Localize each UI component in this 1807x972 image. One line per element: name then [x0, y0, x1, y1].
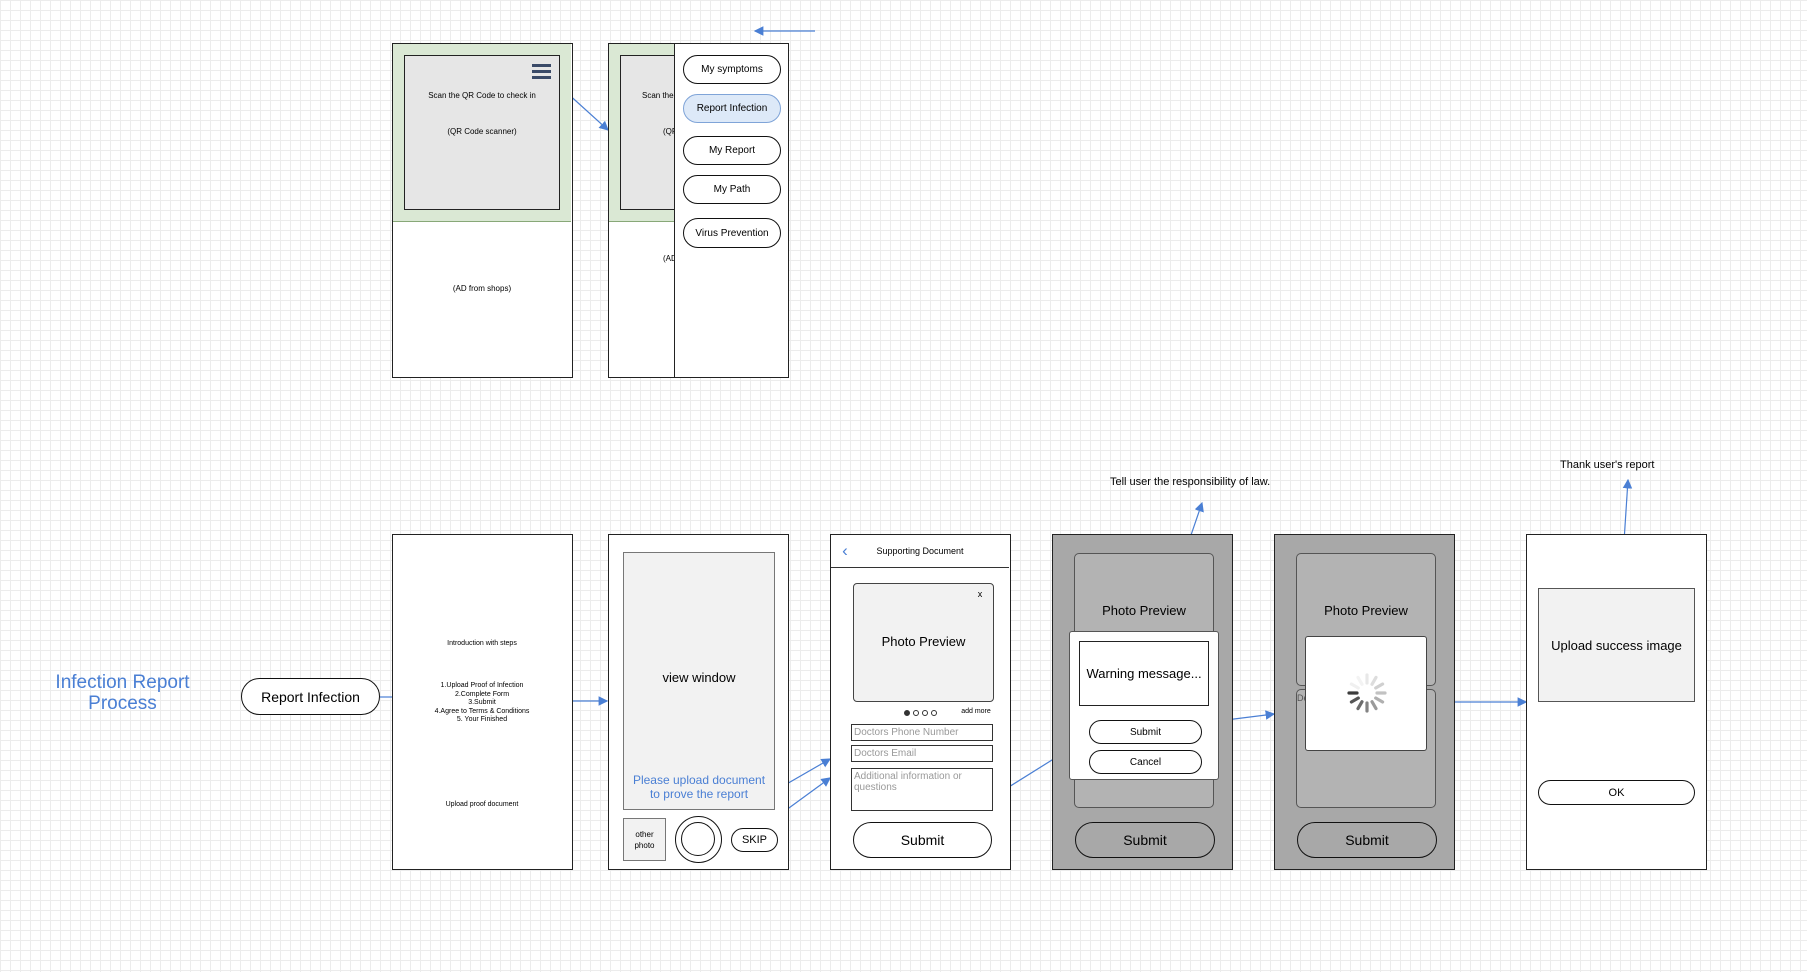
view-window-label: view window: [662, 670, 736, 685]
upload-success-label: Upload success image: [1551, 638, 1682, 653]
loading-screen: Photo Preview De: [1274, 534, 1455, 870]
loading-spinner-icon: [1347, 673, 1387, 713]
bottom-submit-button: Submit: [1297, 822, 1437, 858]
menu-item-virus-prevention[interactable]: Virus Prevention: [683, 218, 781, 248]
qr-scanner-box[interactable]: [404, 55, 560, 210]
ok-button[interactable]: OK: [1538, 780, 1695, 805]
nav-bar: [831, 535, 1009, 568]
loading-dialog: [1305, 636, 1427, 751]
other-photo-label: other photo: [634, 830, 655, 850]
intro-steps: 1.Upload Proof of Infection 2.Complete F…: [434, 682, 530, 723]
menu-item-my-report[interactable]: My Report: [683, 136, 781, 165]
page-title: Supporting Document: [876, 546, 964, 556]
document-screen: ‹ Supporting Document x Photo Preview ad…: [830, 534, 1011, 870]
camera-screen: view window Please upload document to pr…: [608, 534, 789, 870]
back-arrow-icon[interactable]: ‹: [842, 541, 848, 560]
photo-preview-label: Photo Preview: [881, 634, 966, 649]
warning-cancel-button[interactable]: Cancel: [1089, 750, 1202, 774]
scanner-label-partial: (QR: [663, 127, 678, 136]
ad-label-partial: (AD: [663, 254, 677, 263]
scan-instruction-partial: Scan the: [642, 91, 674, 100]
skip-button[interactable]: SKIP: [731, 828, 778, 852]
process-title: Infection Report Process: [55, 672, 190, 714]
menu-item-report-infection[interactable]: Report Infection: [683, 94, 781, 123]
intro-heading: Introduction with steps: [447, 640, 517, 647]
scanner-label: (QR Code scanner): [447, 127, 517, 136]
hamburger-menu-icon[interactable]: [532, 64, 551, 80]
menu-item-my-symptoms[interactable]: My symptoms: [683, 55, 781, 84]
bottom-submit-button: Submit: [1075, 822, 1215, 858]
success-annotation: Thank user's report: [1560, 459, 1655, 471]
partial-text: De: [1297, 693, 1309, 703]
photo-preview-box: [853, 583, 994, 702]
close-icon[interactable]: x: [977, 589, 983, 599]
capture-button[interactable]: [675, 816, 722, 863]
photo-preview-label: Photo Preview: [1102, 603, 1186, 618]
photo-preview-label: Photo Preview: [1324, 603, 1408, 618]
scan-instruction: Scan the QR Code to check in: [428, 91, 536, 100]
report-infection-start-button[interactable]: Report Infection: [241, 678, 380, 715]
submit-button[interactable]: Submit: [853, 822, 992, 858]
upload-proof-label[interactable]: Upload proof document: [445, 801, 519, 808]
upload-prompt: Please upload document to prove the repo…: [632, 773, 766, 801]
add-more-link[interactable]: add more: [961, 708, 991, 715]
pagination-dots[interactable]: [904, 709, 954, 718]
warning-submit-button[interactable]: Submit: [1089, 720, 1202, 744]
menu-item-my-path[interactable]: My Path: [683, 175, 781, 204]
additional-info-field[interactable]: Additional information or questions: [851, 768, 993, 811]
ad-label: (AD from shops): [452, 284, 512, 293]
warning-annotation: Tell user the responsibility of law.: [1110, 476, 1271, 488]
doctors-phone-field[interactable]: Doctors Phone Number: [851, 724, 993, 741]
success-screen: Upload success image: [1526, 534, 1707, 870]
upload-success-image: [1538, 588, 1695, 702]
intro-screen: Introduction with steps 1.Upload Proof o…: [392, 534, 573, 870]
warning-message-box: [1079, 641, 1209, 706]
warning-message: Warning message...: [1086, 666, 1202, 681]
other-photo-button[interactable]: [623, 818, 666, 861]
view-window: [623, 552, 775, 810]
warning-screen: Photo Preview Warning message...: [1052, 534, 1233, 870]
home-screen: Scan the QR Code to check in (QR Code sc…: [392, 43, 573, 378]
doctors-email-field[interactable]: Doctors Email: [851, 745, 993, 762]
